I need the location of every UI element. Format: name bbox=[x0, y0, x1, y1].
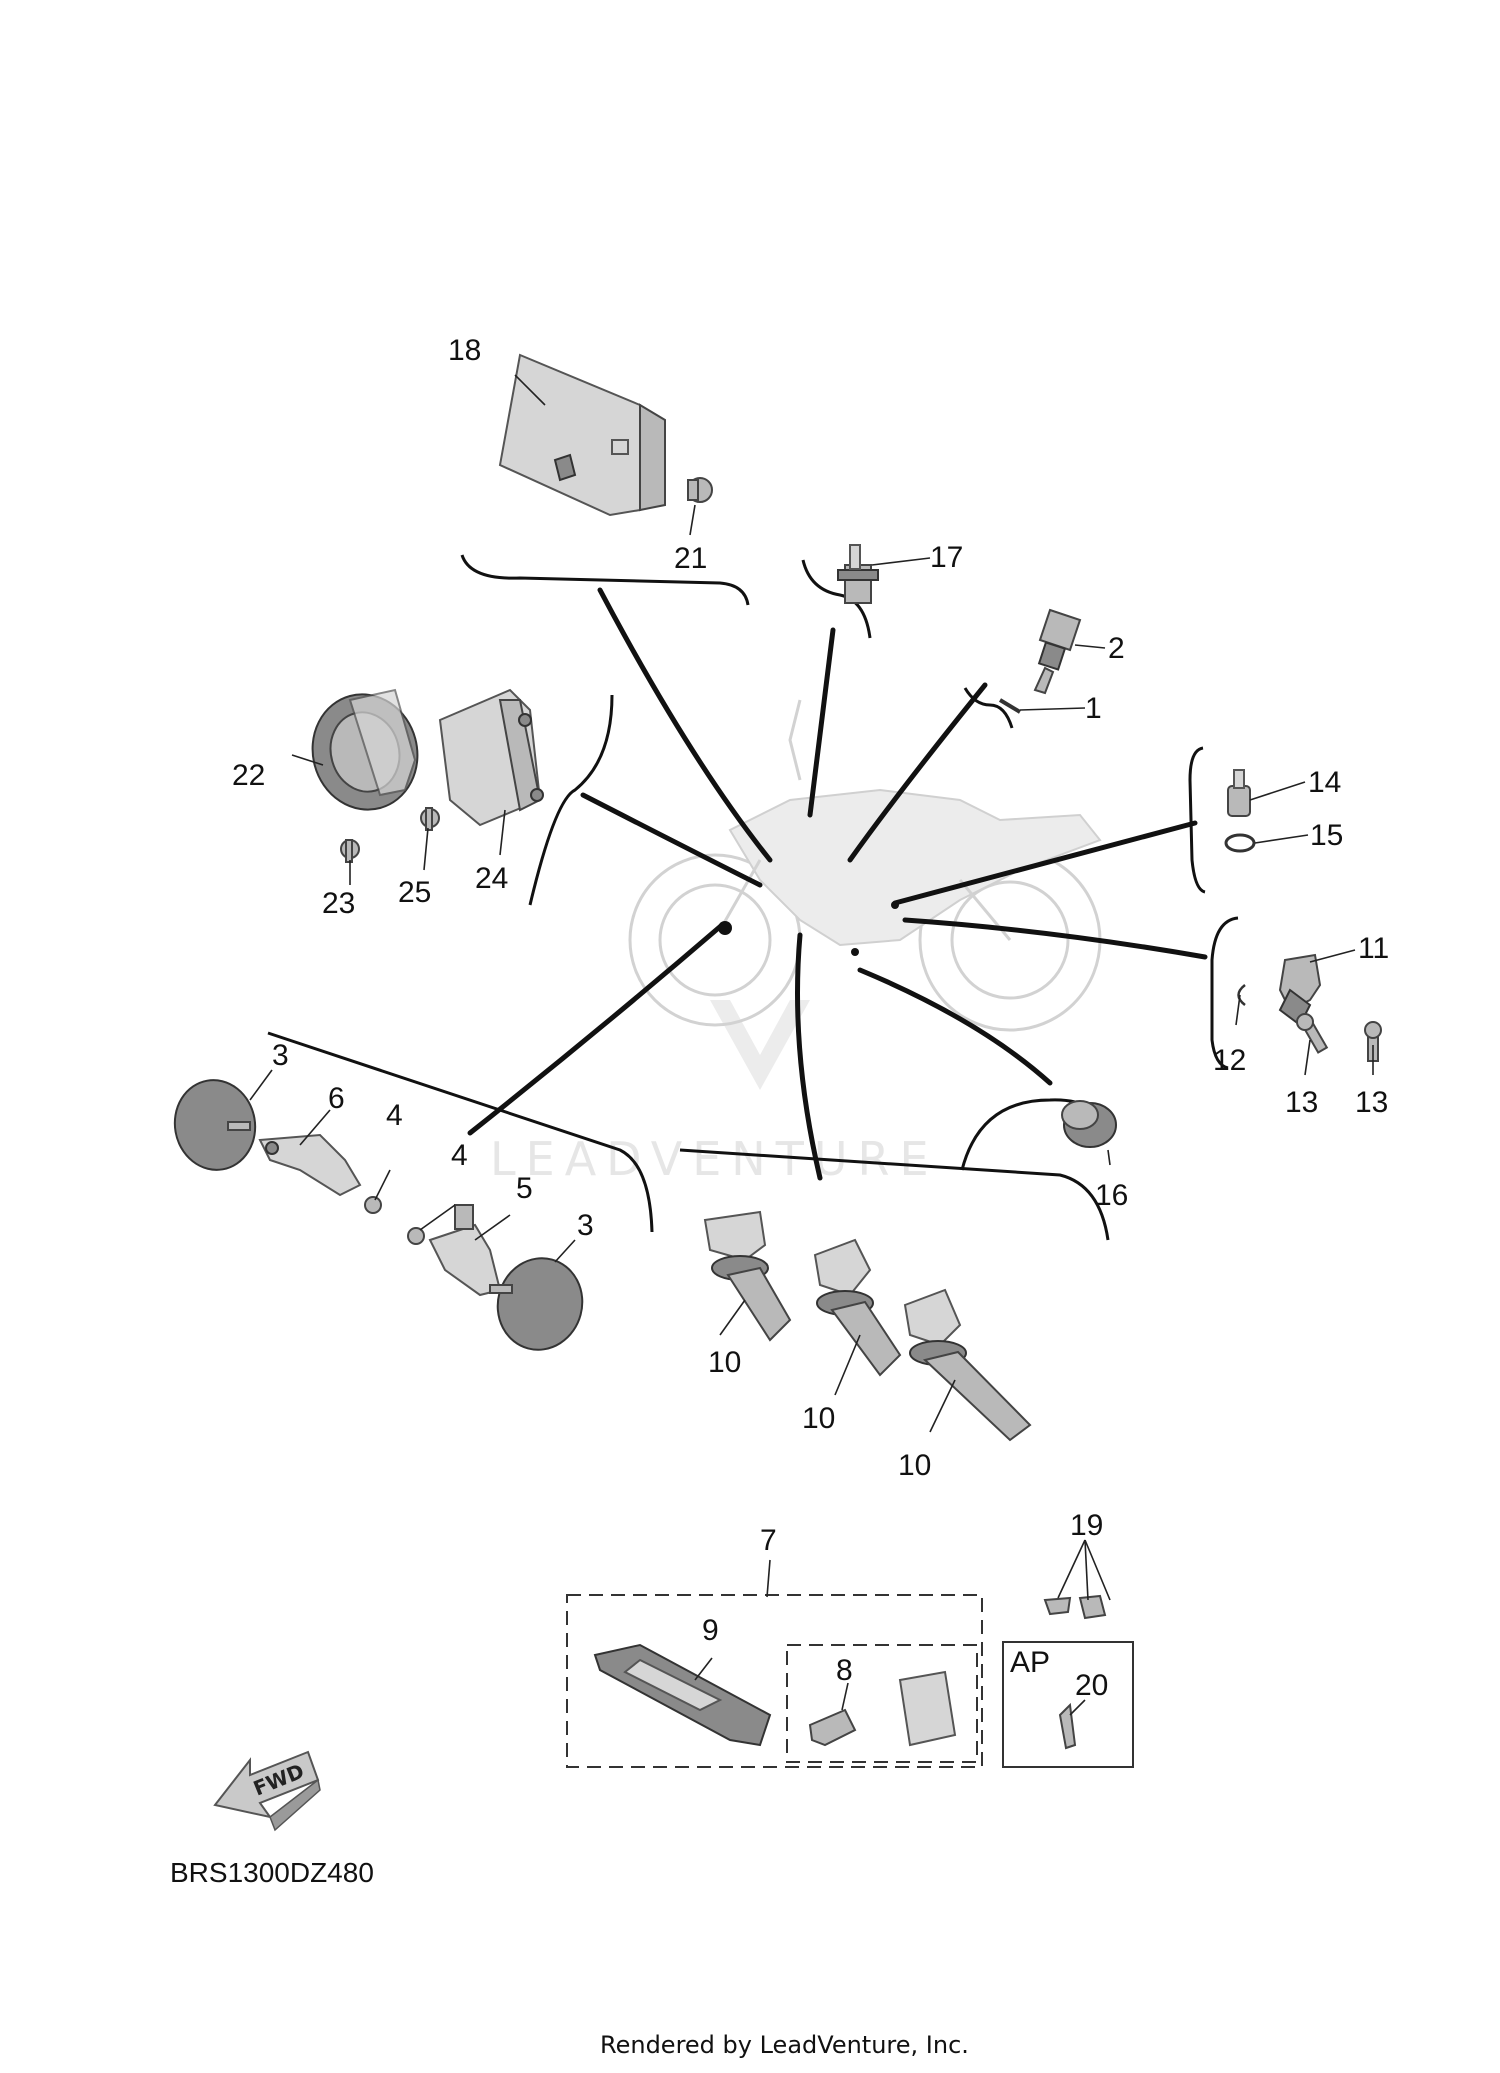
render-credit: Rendered by LeadVenture, Inc. bbox=[600, 2031, 969, 2059]
callout-23: 23 bbox=[322, 887, 355, 920]
leader-lines bbox=[249, 374, 1374, 1716]
part-3-cap-right bbox=[489, 1257, 584, 1351]
callout-8: 8 bbox=[836, 1654, 853, 1687]
callout-21: 21 bbox=[674, 542, 707, 575]
callout-18: 18 bbox=[448, 334, 481, 367]
callout-15: 15 bbox=[1310, 819, 1343, 852]
part-20-clip bbox=[1058, 1702, 1077, 1750]
part-9-card bbox=[593, 1643, 772, 1747]
part-14-switch bbox=[1227, 769, 1251, 817]
part-10-injector-a bbox=[703, 1210, 792, 1342]
part-8-subkit-box bbox=[786, 1644, 978, 1763]
callout-13-a: 13 bbox=[1285, 1086, 1318, 1119]
part-24-horn-bracket bbox=[438, 688, 544, 827]
callout-labels: 18 21 17 2 1 22 23 25 24 14 15 11 12 13 … bbox=[232, 334, 1389, 1702]
callout-16: 16 bbox=[1095, 1179, 1128, 1212]
callout-10-b: 10 bbox=[802, 1402, 835, 1435]
ap-box bbox=[1002, 1641, 1134, 1768]
callout-10-a: 10 bbox=[708, 1346, 741, 1379]
ap-box-label: AP bbox=[1010, 1646, 1050, 1679]
part-25-bolt bbox=[420, 807, 440, 831]
callout-5: 5 bbox=[516, 1172, 533, 1205]
callout-22: 22 bbox=[232, 759, 265, 792]
part-16-damper bbox=[1061, 1100, 1117, 1148]
part-23-bolt bbox=[340, 839, 360, 863]
callout-13-b: 13 bbox=[1355, 1086, 1388, 1119]
callout-20: 20 bbox=[1075, 1669, 1108, 1702]
part-7-kit-box bbox=[566, 1594, 983, 1768]
callout-10-c: 10 bbox=[898, 1449, 931, 1482]
callout-1: 1 bbox=[1085, 692, 1102, 725]
key-fob bbox=[898, 1670, 957, 1747]
callout-25: 25 bbox=[398, 876, 431, 909]
part-22-horn bbox=[311, 688, 419, 811]
motorcycle-silhouette bbox=[628, 699, 1102, 1032]
callout-3-right: 3 bbox=[577, 1209, 594, 1242]
callout-17: 17 bbox=[930, 541, 963, 574]
callout-14: 14 bbox=[1308, 766, 1341, 799]
callout-2: 2 bbox=[1108, 632, 1125, 665]
part-13-bolt-a bbox=[1296, 1013, 1329, 1054]
callout-11: 11 bbox=[1358, 932, 1389, 965]
part-10-injector-c bbox=[903, 1288, 1032, 1442]
callout-12: 12 bbox=[1213, 1044, 1246, 1077]
part-6-bracket bbox=[258, 1133, 362, 1197]
watermark-text: LEADVENTURE bbox=[490, 1132, 939, 1186]
part-17-sensor bbox=[837, 544, 879, 604]
fwd-arrow: FWD bbox=[213, 1750, 321, 1832]
part-4-nut-a bbox=[364, 1196, 382, 1214]
part-1-washer bbox=[998, 698, 1022, 714]
part-19-clips bbox=[1043, 1594, 1107, 1620]
part-4-nut-b bbox=[407, 1227, 425, 1245]
part-15-gasket bbox=[1224, 833, 1256, 853]
watermark: LEADVENTURE bbox=[490, 1000, 939, 1186]
diagram-code: BRS1300DZ480 bbox=[170, 1857, 374, 1888]
callout-9: 9 bbox=[702, 1614, 719, 1647]
part-2-sensor bbox=[1033, 608, 1082, 695]
callout-4-b: 4 bbox=[451, 1139, 468, 1172]
part-10-injector-b bbox=[813, 1238, 902, 1377]
part-8-key bbox=[808, 1708, 857, 1747]
part-5-bracket bbox=[428, 1204, 502, 1297]
callout-24: 24 bbox=[475, 862, 508, 895]
part-3-cap-left bbox=[173, 1079, 257, 1171]
connection-wires bbox=[467, 587, 1208, 1181]
part-11-sensor bbox=[1278, 953, 1322, 1027]
part-18-bracket bbox=[498, 353, 666, 517]
callout-19: 19 bbox=[1070, 1509, 1103, 1542]
callout-7: 7 bbox=[760, 1524, 777, 1557]
callout-4-a: 4 bbox=[386, 1099, 403, 1132]
callout-3-left: 3 bbox=[272, 1039, 289, 1072]
callout-6: 6 bbox=[328, 1082, 345, 1115]
part-21-bolt bbox=[687, 477, 713, 503]
part-12-o-ring bbox=[1237, 984, 1246, 1006]
